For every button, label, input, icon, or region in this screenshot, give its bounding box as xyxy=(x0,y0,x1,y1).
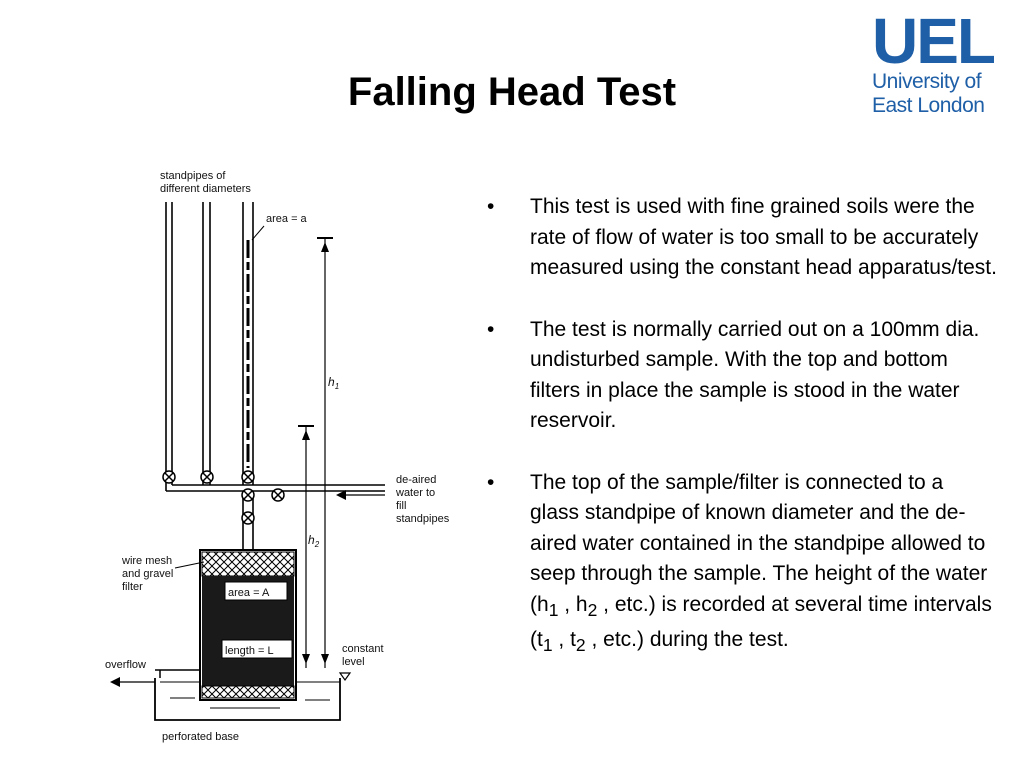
wire-mesh-label-2: and gravel xyxy=(122,568,173,580)
bullet-text: The test is normally carried out on a 10… xyxy=(530,317,980,433)
inlet-arrowhead-icon xyxy=(336,490,346,500)
perforated-base-label: perforated base xyxy=(162,731,239,743)
area-a-label: area = a xyxy=(266,213,308,225)
level-marker-icon xyxy=(338,672,352,682)
h1-arrow-icon xyxy=(321,654,329,664)
uel-logo: UEL University of East London xyxy=(872,5,1017,122)
constant-level-label-2: level xyxy=(342,656,365,668)
standpipes-label-1: standpipes of xyxy=(160,170,226,182)
length-L-label: length = L xyxy=(225,645,274,657)
bullet-list: • This test is used with fine grained so… xyxy=(487,192,997,692)
h1-label: h1 xyxy=(328,375,339,391)
falling-head-diagram: standpipes of different diameters area =… xyxy=(105,170,450,743)
bullet-marker: • xyxy=(487,195,495,218)
valve-icon xyxy=(271,488,285,502)
standpipes xyxy=(165,202,254,468)
deaired-label-4: standpipes xyxy=(396,513,450,525)
bullet-marker: • xyxy=(487,470,495,494)
h2-arrow-icon xyxy=(302,654,310,664)
bullet-item: • The test is normally carried out on a … xyxy=(487,315,997,437)
logo-line-2: East London xyxy=(872,94,985,117)
bullet-text: The top of the sample/filter is connecte… xyxy=(530,470,992,656)
water-reservoir xyxy=(154,678,341,721)
wire-mesh-leader xyxy=(174,561,205,569)
slide-title: Falling Head Test xyxy=(347,70,677,114)
deaired-label-3: fill xyxy=(396,500,406,512)
logo-line-1: University of xyxy=(872,70,982,93)
top-filter xyxy=(201,551,295,577)
valve-icon xyxy=(241,511,255,525)
h2-arrow-icon xyxy=(302,430,310,440)
h2-label: h2 xyxy=(308,533,320,549)
valve-icon xyxy=(162,470,176,484)
logo-acronym: UEL xyxy=(872,5,996,77)
area-A-label: area = A xyxy=(228,587,270,599)
overflow-arrowhead-icon xyxy=(110,677,120,687)
area-a-leader xyxy=(251,225,265,241)
overflow-label: overflow xyxy=(105,659,146,671)
wire-mesh-label-1: wire mesh xyxy=(121,555,172,567)
manifold-pipe xyxy=(165,468,385,550)
bottom-filter xyxy=(201,685,295,699)
valve-icon xyxy=(241,488,255,502)
area-A-box xyxy=(224,581,288,601)
bullet-text: This test is used with fine grained soil… xyxy=(530,195,997,279)
constant-level-label-1: constant xyxy=(342,643,384,655)
h1-arrow-icon xyxy=(321,242,329,252)
wire-mesh-label-3: filter xyxy=(122,581,143,593)
bullet-marker: • xyxy=(487,317,495,341)
deaired-label-2: water to xyxy=(395,487,435,499)
length-L-box xyxy=(221,639,293,659)
bullet-item: • The top of the sample/filter is connec… xyxy=(487,468,997,661)
standpipes-label-2: different diameters xyxy=(160,183,251,195)
valve-icon xyxy=(241,470,255,484)
valve-icon xyxy=(200,470,214,484)
deaired-label-1: de-aired xyxy=(396,474,436,486)
bullet-item: • This test is used with fine grained so… xyxy=(487,192,997,284)
